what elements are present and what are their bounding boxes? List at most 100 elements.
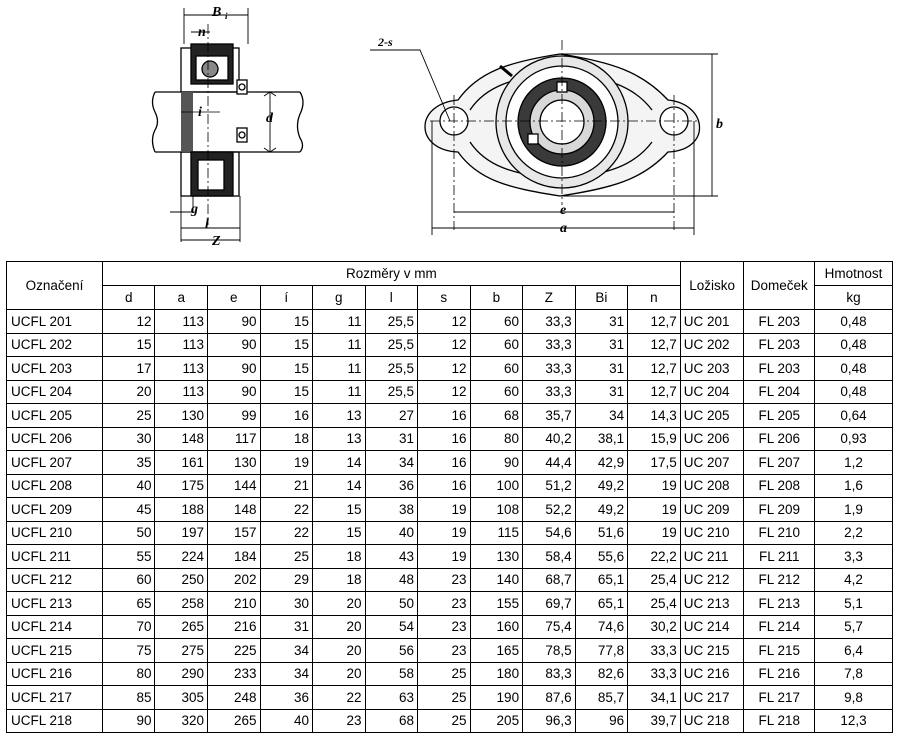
column-header: Bi bbox=[574, 285, 629, 310]
spec-table: Označení Rozměry v mm Ložisko Domeček Hm… bbox=[6, 261, 893, 733]
table-cell: FL 204 bbox=[743, 379, 816, 404]
table-cell: 25 bbox=[417, 661, 471, 686]
table-cell: UC 208 bbox=[679, 473, 745, 498]
table-cell: 34 bbox=[364, 450, 419, 475]
table-cell: FL 209 bbox=[743, 497, 816, 522]
table-cell: FL 203 bbox=[743, 309, 816, 334]
table-cell: 19 bbox=[417, 497, 471, 522]
table-cell: 45 bbox=[101, 497, 156, 522]
table-cell: FL 212 bbox=[743, 567, 816, 592]
table-cell: 113 bbox=[154, 332, 208, 357]
table-cell: 31 bbox=[259, 614, 314, 639]
table-cell: 58,4 bbox=[522, 544, 576, 569]
column-header: í bbox=[259, 285, 314, 310]
table-cell: 54 bbox=[364, 614, 419, 639]
table-cell: 117 bbox=[206, 426, 261, 451]
table-cell: 25 bbox=[259, 544, 314, 569]
table-cell: 96 bbox=[574, 708, 629, 733]
side-view bbox=[151, 8, 304, 242]
table-cell: UCFL 206 bbox=[6, 426, 103, 451]
svg-text:i: i bbox=[198, 105, 202, 120]
table-cell: UC 214 bbox=[679, 614, 745, 639]
table-cell: UCFL 201 bbox=[6, 309, 103, 334]
table-cell: 80 bbox=[101, 661, 156, 686]
table-cell: 13 bbox=[312, 426, 366, 451]
table-cell: 21 bbox=[259, 473, 314, 498]
header-weight-unit: kg bbox=[814, 285, 893, 310]
table-cell: 148 bbox=[206, 497, 261, 522]
table-cell: 25,5 bbox=[364, 356, 419, 381]
column-header: s bbox=[417, 285, 471, 310]
table-cell: 155 bbox=[469, 591, 524, 616]
table-cell: 18 bbox=[312, 567, 366, 592]
table-cell: 16 bbox=[417, 403, 471, 428]
table-header-row-1: Označení Rozměry v mm Ložisko Domeček Hm… bbox=[6, 261, 893, 310]
table-cell: 7,8 bbox=[814, 661, 893, 686]
table-cell: 40 bbox=[259, 708, 314, 733]
table-cell: 55 bbox=[101, 544, 156, 569]
table-cell: 68,7 bbox=[522, 567, 576, 592]
table-cell: 0,48 bbox=[814, 379, 893, 404]
header-bearing: Ložisko bbox=[679, 261, 745, 310]
table-cell: 175 bbox=[154, 473, 208, 498]
table-cell: UC 216 bbox=[679, 661, 745, 686]
svg-text:2-s: 2-s bbox=[377, 35, 393, 49]
column-header: a bbox=[154, 285, 208, 310]
table-cell: 65,1 bbox=[574, 591, 629, 616]
table-cell: 87,6 bbox=[522, 685, 576, 710]
table-cell: 19 bbox=[627, 497, 681, 522]
table-cell: 108 bbox=[469, 497, 524, 522]
table-cell: 68 bbox=[469, 403, 524, 428]
table-cell: 16 bbox=[417, 426, 471, 451]
table-cell: UC 203 bbox=[679, 356, 745, 381]
table-cell: 35,7 bbox=[522, 403, 576, 428]
table-cell: 115 bbox=[469, 520, 524, 545]
table-cell: 36 bbox=[259, 685, 314, 710]
technical-drawing: B i n i d g l Z bbox=[151, 5, 723, 249]
table-cell: 90 bbox=[206, 356, 261, 381]
table-cell: 60 bbox=[101, 567, 156, 592]
column-header: b bbox=[469, 285, 524, 310]
svg-text:Z: Z bbox=[211, 234, 221, 249]
table-cell: 22,2 bbox=[627, 544, 681, 569]
table-cell: 30,2 bbox=[627, 614, 681, 639]
table-cell: 1,2 bbox=[814, 450, 893, 475]
table-cell: UCFL 213 bbox=[6, 591, 103, 616]
table-cell: UC 213 bbox=[679, 591, 745, 616]
table-cell: 54,6 bbox=[522, 520, 576, 545]
table-cell: 184 bbox=[206, 544, 261, 569]
svg-text:b: b bbox=[716, 117, 723, 132]
table-cell: 265 bbox=[154, 614, 208, 639]
table-cell: 20 bbox=[101, 379, 156, 404]
table-cell: UC 209 bbox=[679, 497, 745, 522]
side-view-labels: B i n i d g l Z bbox=[190, 5, 274, 249]
table-cell: UCFL 210 bbox=[6, 520, 103, 545]
table-cell: 3,3 bbox=[814, 544, 893, 569]
table-cell: UCFL 211 bbox=[6, 544, 103, 569]
table-cell: 23 bbox=[417, 567, 471, 592]
table-cell: 34,1 bbox=[627, 685, 681, 710]
table-cell: 320 bbox=[154, 708, 208, 733]
table-cell: 58 bbox=[364, 661, 419, 686]
table-cell: 23 bbox=[417, 638, 471, 663]
table-cell: 42,9 bbox=[574, 450, 629, 475]
table-cell: 20 bbox=[312, 638, 366, 663]
table-cell: 43 bbox=[364, 544, 419, 569]
table-cell: 224 bbox=[154, 544, 208, 569]
table-cell: 69,7 bbox=[522, 591, 576, 616]
table-cell: 11 bbox=[312, 332, 366, 357]
table-cell: 49,2 bbox=[574, 497, 629, 522]
table-cell: 51,6 bbox=[574, 520, 629, 545]
svg-text:e: e bbox=[560, 203, 566, 218]
table-cell: 33,3 bbox=[627, 661, 681, 686]
table-cell: 99 bbox=[206, 403, 261, 428]
table-cell: 19 bbox=[417, 520, 471, 545]
